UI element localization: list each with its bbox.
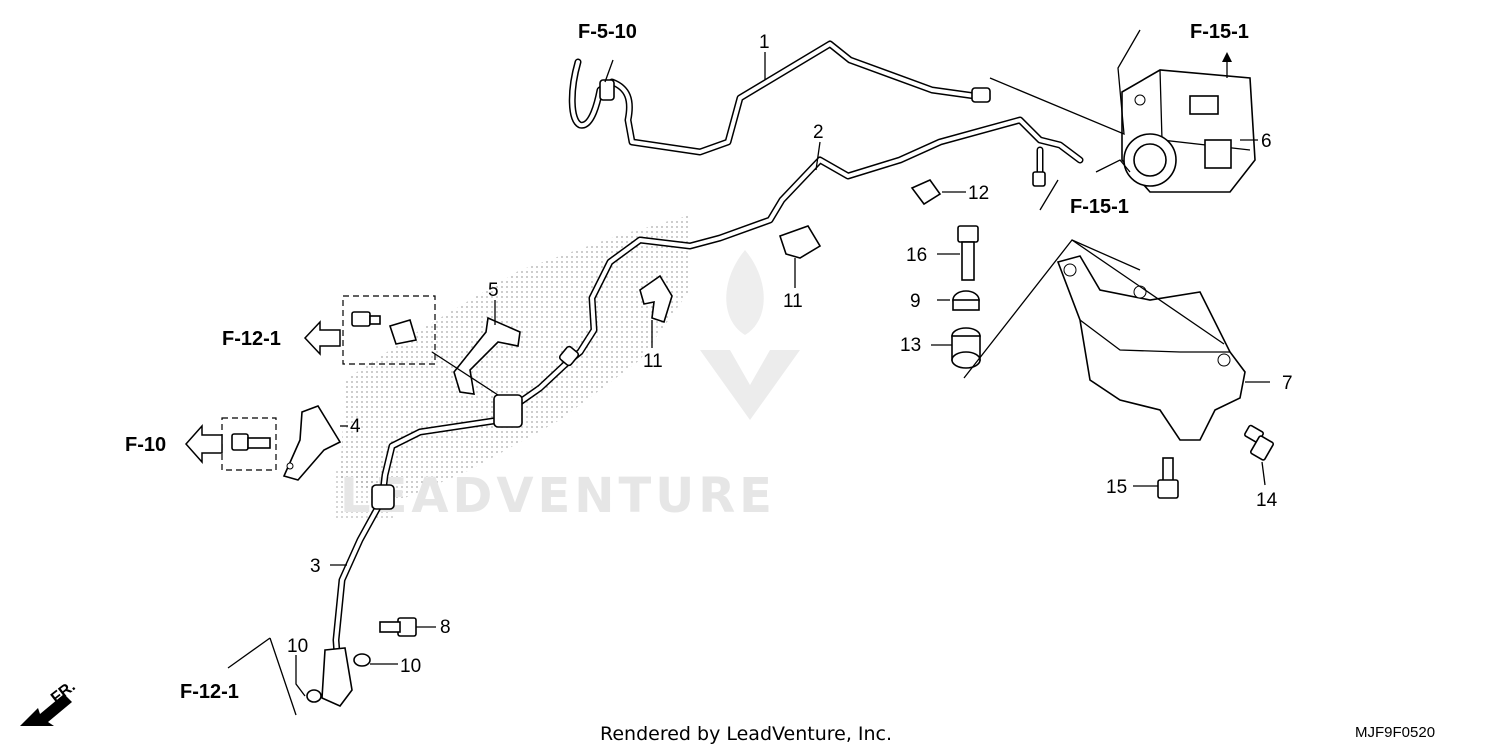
diagram-code: MJF9F0520 [1355,724,1435,741]
watermark-text: LEADVENTURE [340,468,776,524]
part-label-11a[interactable]: 11 [643,351,663,372]
arrow-f-10 [184,424,223,464]
part-label-16[interactable]: 16 [906,245,927,266]
bolt-15[interactable] [1157,457,1179,499]
pipe-1-fitting [599,79,615,101]
bolt-16[interactable] [957,225,979,281]
part-label-11b[interactable]: 11 [783,291,803,312]
part-label-10a[interactable]: 10 [400,656,421,677]
brake-hose-3[interactable] [321,394,523,707]
brake-pipe-2[interactable] [516,116,1084,406]
part-label-15[interactable]: 15 [1106,477,1127,498]
ref-f-5-10[interactable]: F-5-10 [578,21,637,43]
part-label-5[interactable]: 5 [488,280,499,301]
reference-box-lower [221,417,277,471]
pipe-2-nut [1032,171,1046,187]
brake-pipe-1[interactable] [568,40,991,156]
pipe-1-nut [971,87,991,103]
grommet-13[interactable] [951,327,981,369]
stay-4[interactable] [282,405,342,481]
reference-box-upper [342,295,436,365]
arrow-f-15-1-top [1222,52,1232,62]
part-label-4[interactable]: 4 [350,416,361,437]
leader-lines [227,29,1270,716]
part-label-2[interactable]: 2 [813,122,824,143]
part-label-14[interactable]: 14 [1256,490,1278,511]
part-label-9[interactable]: 9 [910,291,921,312]
part-label-6[interactable]: 6 [1261,131,1272,152]
stay-5[interactable] [453,316,521,395]
part-label-3[interactable]: 3 [310,556,321,577]
bolt-8[interactable] [379,617,417,637]
hose-upper-fitting [371,484,395,510]
collar-9[interactable] [952,290,980,311]
abs-modulator-6[interactable] [1121,69,1256,193]
part-label-7[interactable]: 7 [1282,373,1293,394]
part-label-12[interactable]: 12 [968,183,989,204]
bracket-7[interactable] [1056,255,1246,441]
clamp-11[interactable] [639,225,822,324]
ref-f-12-1-lower[interactable]: F-12-1 [180,681,239,703]
ref-f-12-1-upper[interactable]: F-12-1 [222,328,281,350]
hose-lower-fitting [321,647,353,707]
part-label-10b[interactable]: 10 [287,636,308,657]
ref-f-15-1-mid[interactable]: F-15-1 [1070,196,1129,218]
part-label-8[interactable]: 8 [440,617,451,638]
ref-f-15-1-top[interactable]: F-15-1 [1190,21,1249,43]
hose-joint-block [493,394,523,428]
bolt-14[interactable] [1244,424,1274,461]
watermark: LEADVENTURE [335,215,800,524]
washer-10[interactable] [306,653,371,703]
front-arrow-icon [20,694,72,726]
part-label-1[interactable]: 1 [759,32,770,53]
footer-credit: Rendered by LeadVenture, Inc. [600,723,892,745]
arrow-f-12-1 [303,320,341,356]
front-indicator-label: FR. [48,678,79,707]
pipe-2-joint [558,345,580,367]
clip-12[interactable] [910,179,942,206]
ref-f-10[interactable]: F-10 [125,434,166,456]
part-label-13[interactable]: 13 [900,335,921,356]
